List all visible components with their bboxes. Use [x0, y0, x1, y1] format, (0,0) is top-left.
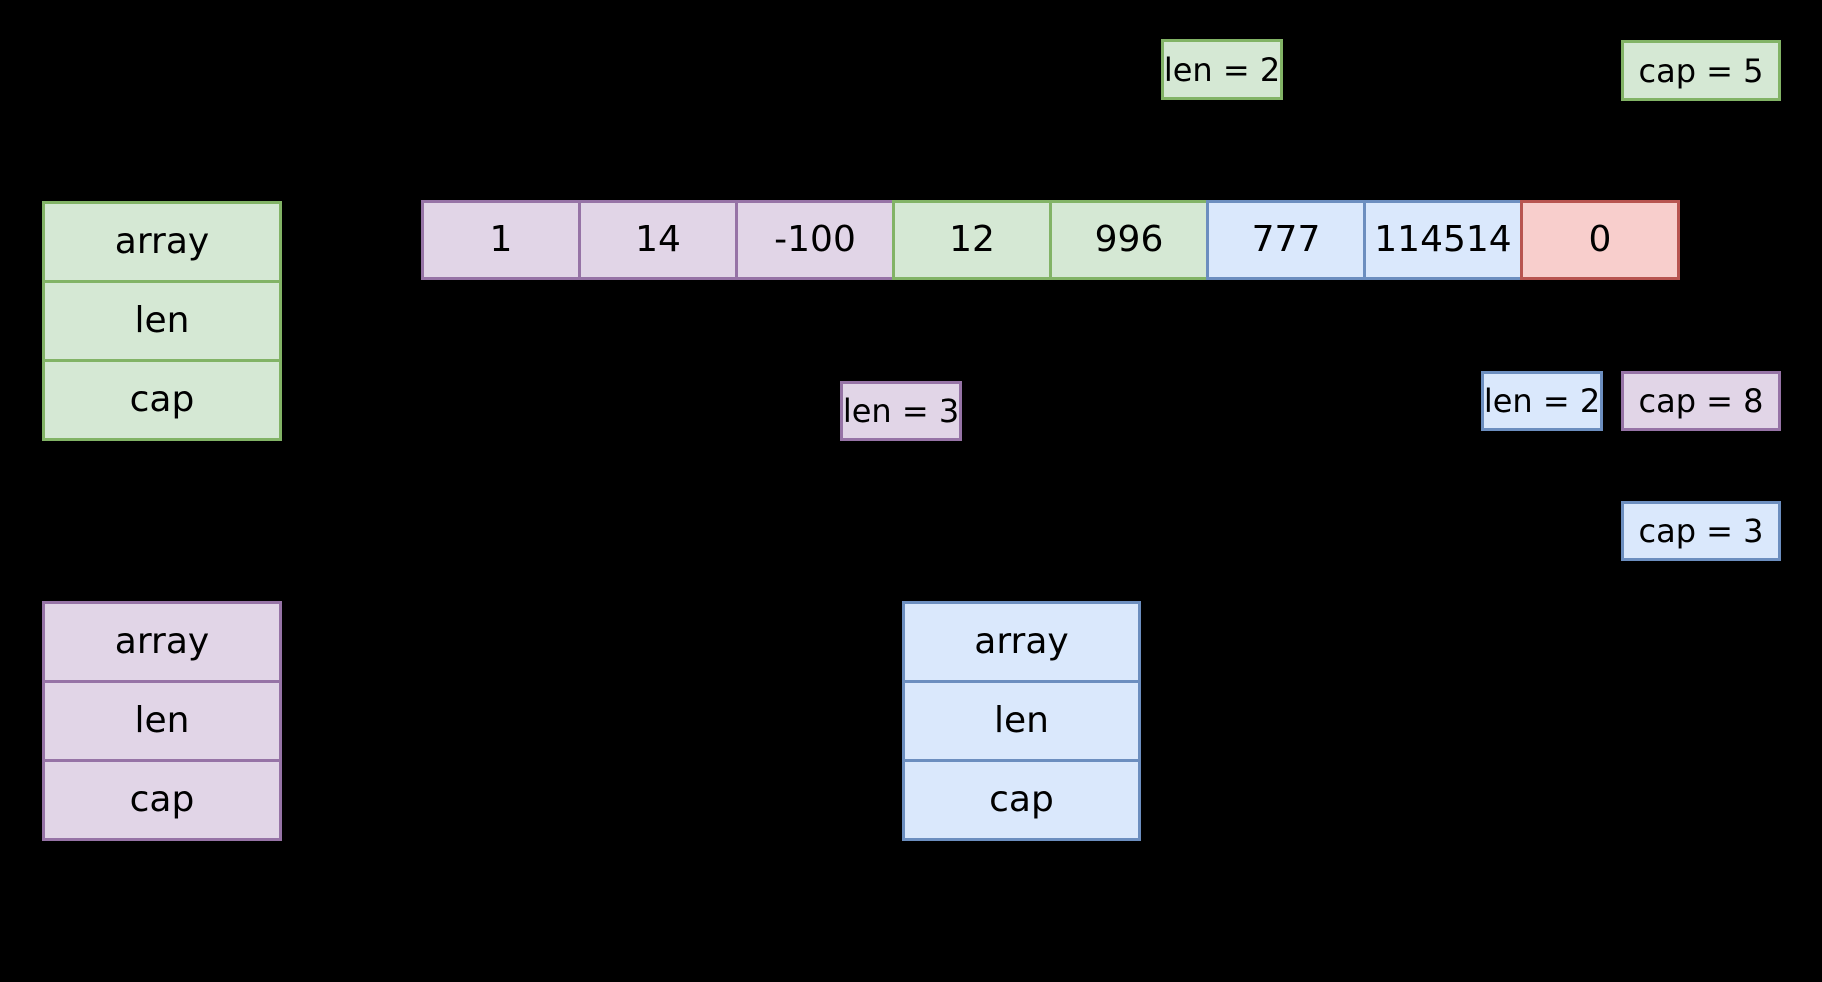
array-cell-5: 777 [1206, 200, 1366, 280]
array-cell-2: -100 [735, 200, 895, 280]
array-cell-4: 996 [1049, 200, 1209, 280]
struct-field-len: len [45, 280, 279, 359]
struct-field-cap: cap [905, 759, 1138, 838]
badge-cap3-blue: cap = 3 [1621, 501, 1781, 561]
struct-field-array: array [114, 621, 210, 662]
struct-field-array: array [114, 221, 210, 262]
array-cell-0: 1 [421, 200, 581, 280]
array-cell-3: 12 [892, 200, 1052, 280]
badge-cap5-green: cap = 5 [1621, 40, 1781, 101]
struct-field-len: len [905, 680, 1138, 759]
badge-len2-blue: len = 2 [1481, 371, 1603, 431]
badge-len3-purple: len = 3 [840, 381, 962, 441]
struct-field-array: array [974, 621, 1069, 662]
array-cell-7: 0 [1520, 200, 1680, 280]
badge-len2-green: len = 2 [1161, 39, 1283, 100]
badge-cap8-purple: cap = 8 [1621, 371, 1781, 431]
struct-field-cap: cap [45, 359, 279, 438]
struct-field-cap: cap [45, 759, 279, 838]
struct-field-len: len [45, 680, 279, 759]
array-cell-1: 14 [578, 200, 738, 280]
array-cell-6: 114514 [1363, 200, 1523, 280]
